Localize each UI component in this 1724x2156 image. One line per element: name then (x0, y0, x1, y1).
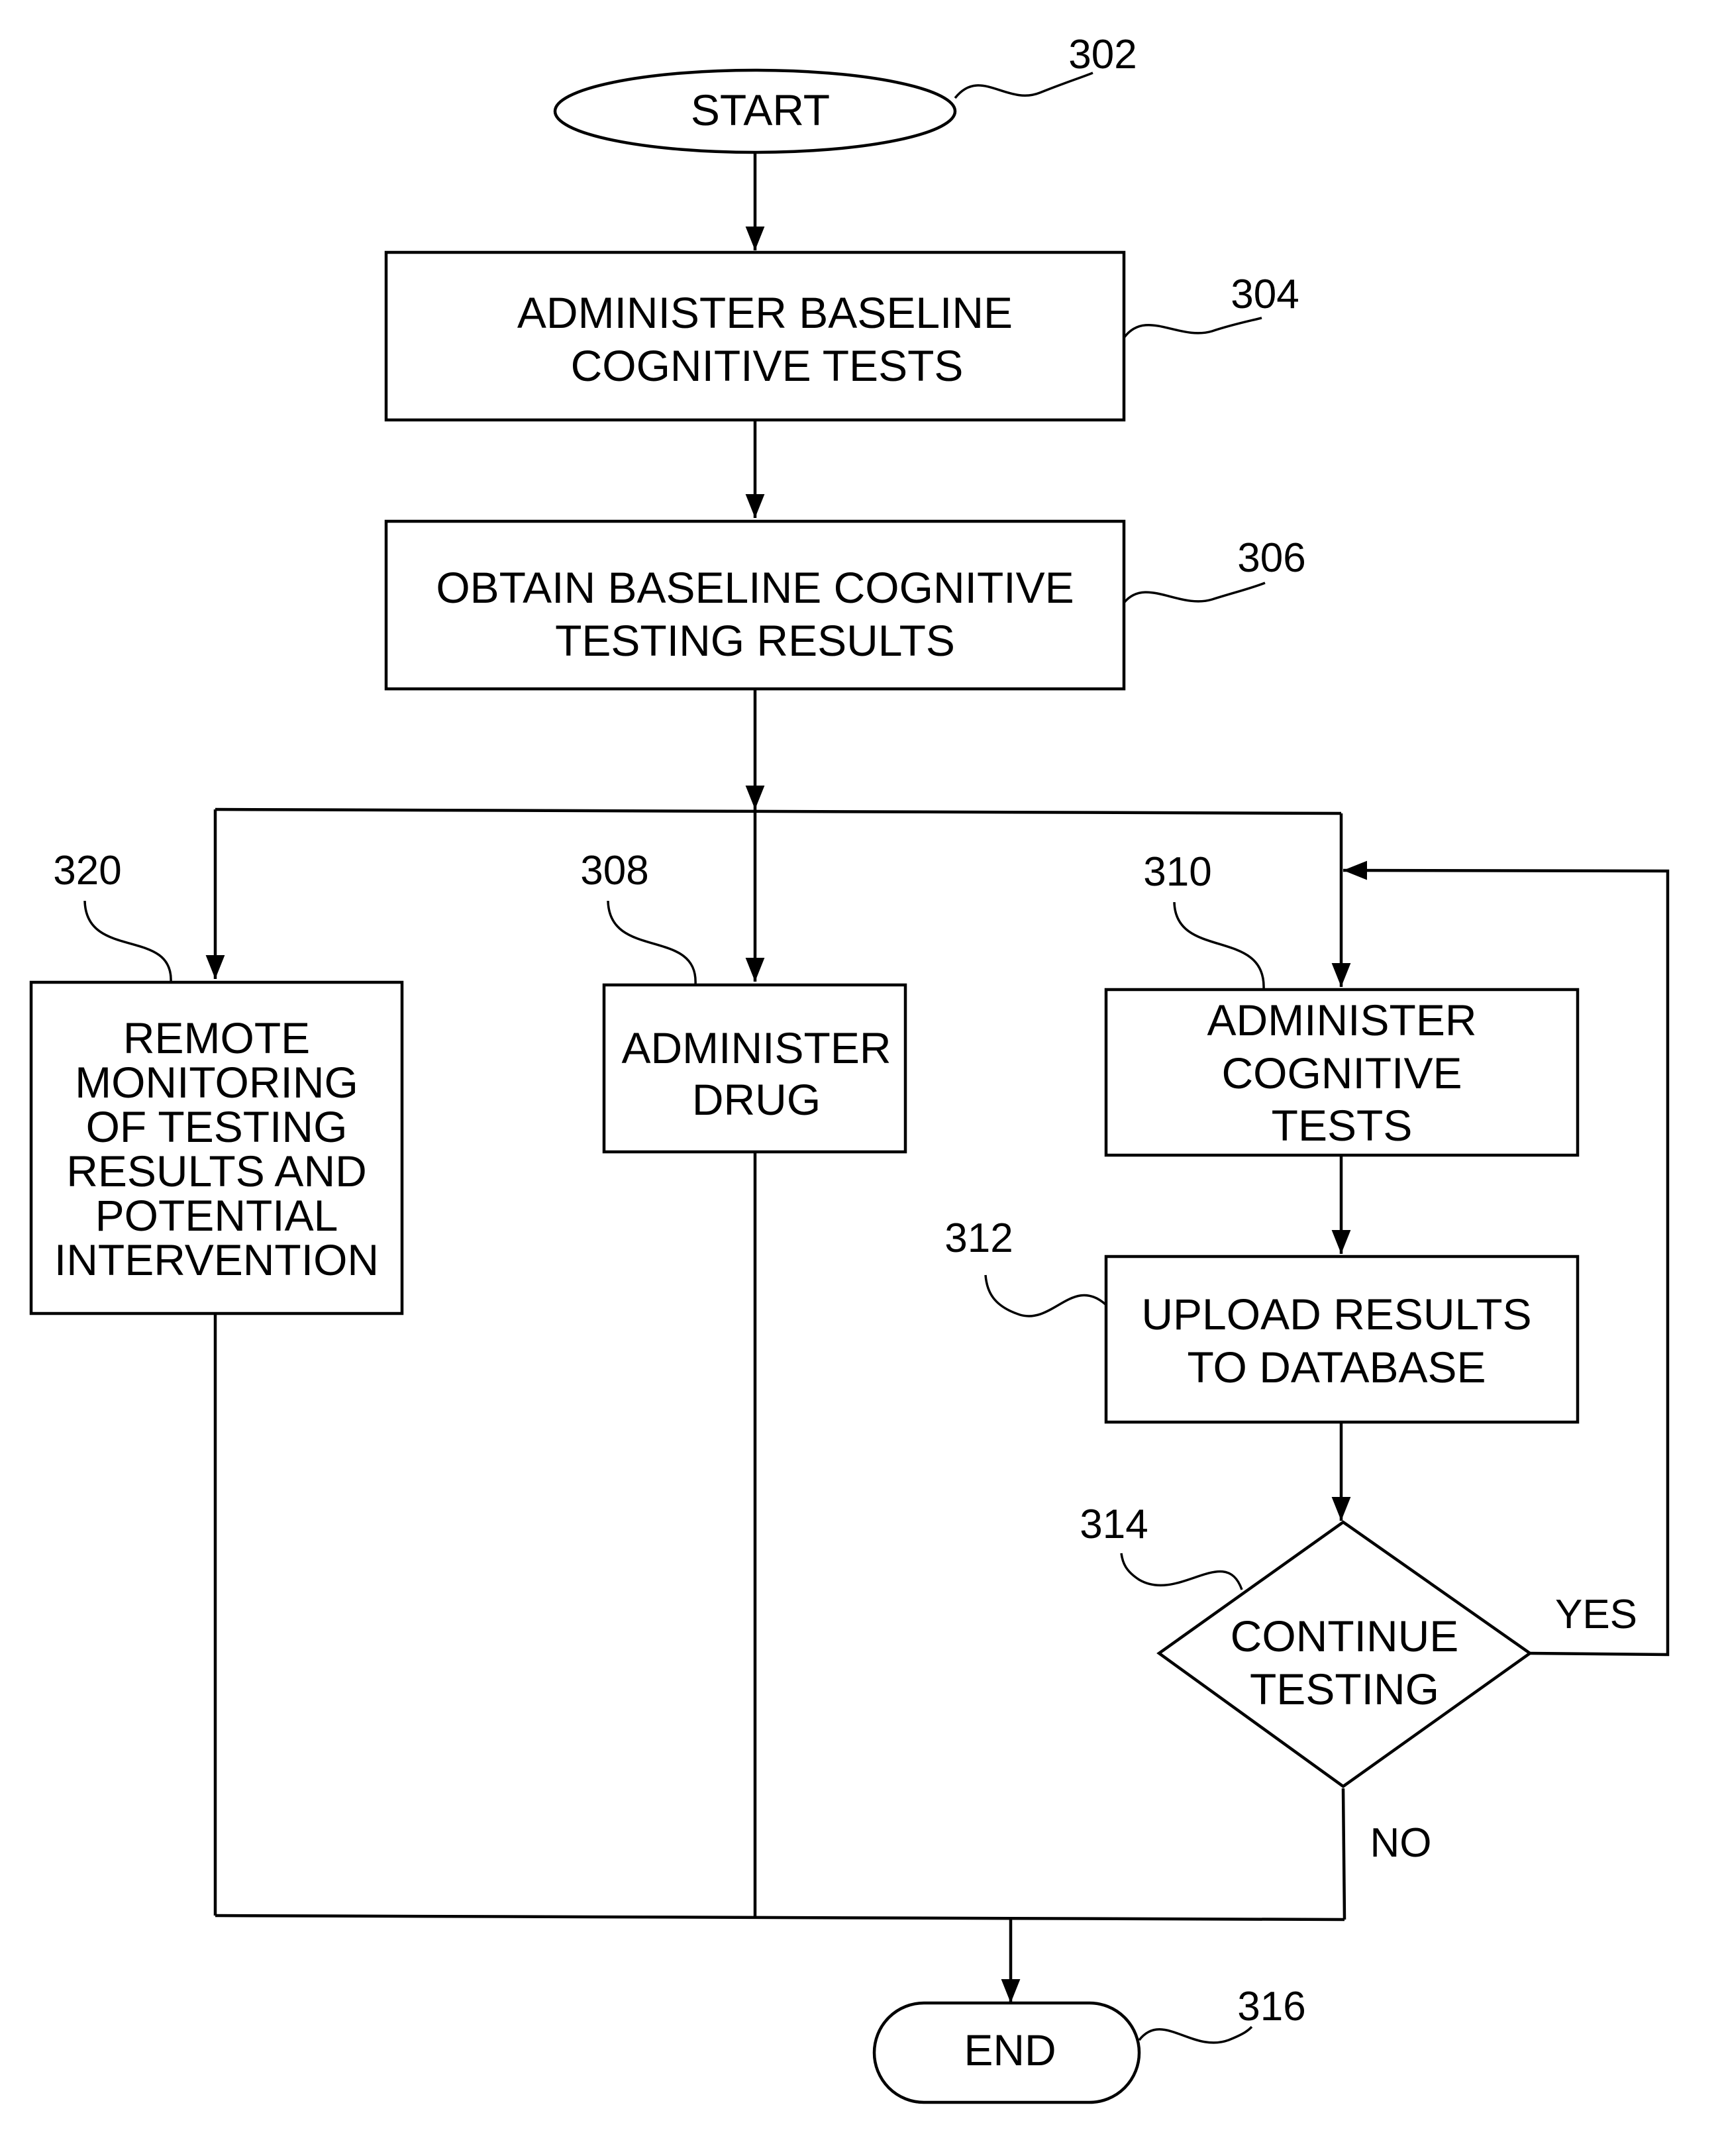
baseline-results-node: OBTAIN BASELINE COGNITIVE TESTING RESULT… (386, 521, 1306, 689)
upload-ref-leader (986, 1275, 1106, 1316)
upload-box (1106, 1257, 1578, 1422)
remote-ref: 320 (53, 848, 121, 894)
remote-line-4: RESULTS AND (66, 1147, 367, 1196)
baseline-results-line-2: TESTING RESULTS (555, 616, 955, 665)
end-node: END 316 (874, 1984, 1306, 2102)
remote-line-5: POTENTIAL (95, 1191, 338, 1240)
administer-tests-line-2: COGNITIVE (1221, 1049, 1462, 1098)
edge-no (1343, 1788, 1344, 1920)
administer-tests-line-1: ADMINISTER (1207, 996, 1476, 1045)
continue-line-1: CONTINUE (1231, 1612, 1459, 1661)
start-node: START 302 (555, 32, 1137, 152)
administer-tests-line-3: TESTS (1272, 1101, 1413, 1150)
remote-line-3: OF TESTING (86, 1102, 348, 1151)
no-label: NO (1370, 1820, 1432, 1866)
remote-ref-leader (85, 901, 171, 982)
administer-tests-ref: 310 (1143, 849, 1211, 895)
baseline-results-ref-leader (1124, 583, 1265, 603)
upload-ref: 312 (944, 1215, 1013, 1261)
upload-line-1: UPLOAD RESULTS (1141, 1290, 1531, 1339)
administer-drug-line-1: ADMINISTER (621, 1023, 891, 1072)
baseline-tests-line-1: ADMINISTER BASELINE (517, 288, 1013, 337)
administer-drug-line-2: DRUG (692, 1075, 821, 1124)
start-ref: 302 (1068, 32, 1137, 77)
end-label: END (964, 2026, 1056, 2075)
continue-testing-node: CONTINUE TESTING 314 YES NO (1080, 1502, 1637, 1866)
administer-drug-ref-leader (608, 901, 695, 985)
upload-line-2: TO DATABASE (1187, 1343, 1486, 1392)
baseline-results-line-1: OBTAIN BASELINE COGNITIVE (436, 563, 1074, 612)
continue-ref-leader (1121, 1553, 1242, 1590)
upload-node: UPLOAD RESULTS TO DATABASE 312 (944, 1215, 1578, 1422)
baseline-tests-node: ADMINISTER BASELINE COGNITIVE TESTS 304 (386, 252, 1299, 420)
administer-tests-ref-leader (1174, 902, 1264, 990)
end-ref: 316 (1237, 1984, 1305, 2029)
baseline-results-ref: 306 (1237, 535, 1305, 581)
yes-label: YES (1555, 1592, 1637, 1637)
baseline-tests-ref: 304 (1231, 272, 1299, 317)
administer-drug-node: ADMINISTER DRUG 308 (580, 848, 905, 1152)
merge-bar (215, 1916, 1344, 1920)
end-ref-leader (1139, 2027, 1252, 2043)
continue-line-2: TESTING (1250, 1665, 1439, 1714)
start-label: START (691, 85, 830, 134)
baseline-tests-ref-leader (1124, 318, 1262, 338)
continue-ref: 314 (1080, 1502, 1148, 1547)
administer-drug-ref: 308 (580, 848, 648, 894)
remote-line-6: INTERVENTION (54, 1235, 379, 1284)
remote-line-1: REMOTE (123, 1013, 310, 1062)
branch-bar (215, 809, 1341, 813)
baseline-tests-line-2: COGNITIVE TESTS (571, 341, 964, 390)
remote-line-2: MONITORING (75, 1058, 358, 1107)
